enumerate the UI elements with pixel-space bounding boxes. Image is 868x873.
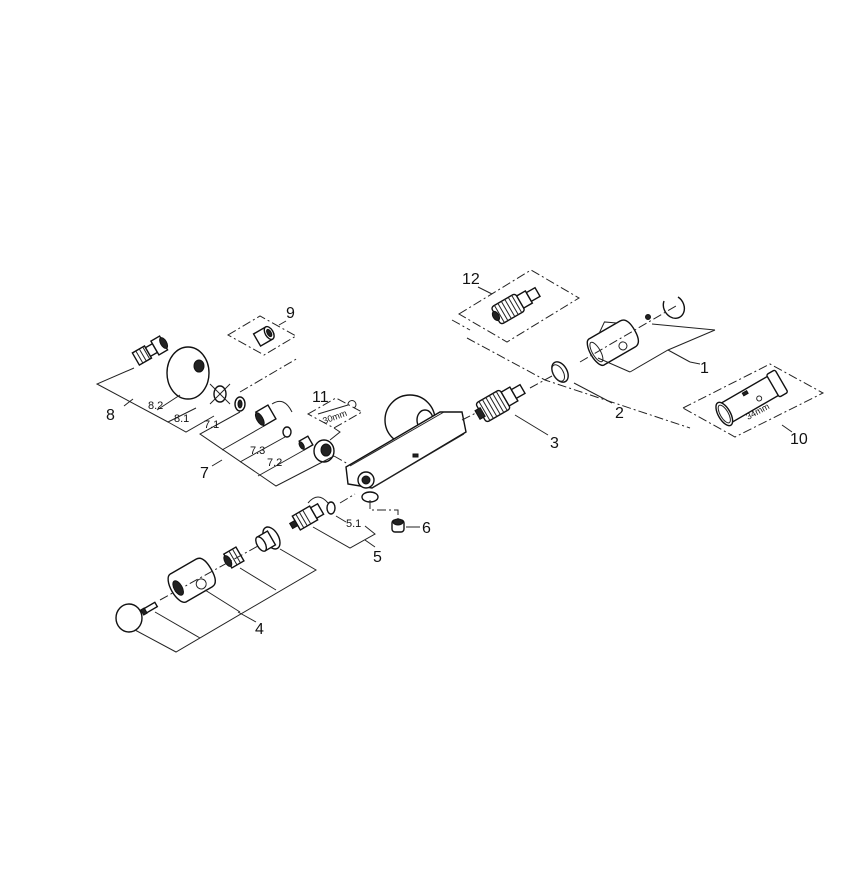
- callout-7-1: 7.1: [204, 419, 219, 431]
- callout-2: 2: [615, 405, 624, 422]
- part-4-handle-assembly: 4: [115, 526, 317, 653]
- callout-4: 4: [255, 621, 264, 638]
- callout-9: 9: [286, 305, 295, 322]
- part-3-cartridge: 3: [474, 375, 559, 452]
- part-11-tool: 30mm 11: [306, 389, 364, 441]
- callout-5: 5: [373, 549, 382, 566]
- callout-11: 11: [312, 389, 329, 406]
- part-10-tool: 34mm 10: [681, 363, 825, 448]
- part-1-handle: 1: [579, 296, 716, 377]
- callout-5-1: 5.1: [346, 518, 361, 530]
- callout-10: 10: [790, 431, 808, 448]
- callout-8-1: 8.1: [174, 413, 189, 425]
- part-9-adapter: 9: [226, 305, 299, 393]
- part-8-connection: 8.2 8.1 8: [95, 335, 231, 433]
- mixer-body: [345, 394, 483, 520]
- callout-7-3: 7.3: [250, 445, 265, 457]
- part-12-cartridge: 12: [458, 269, 580, 343]
- part-7-connection-set: 7.1 7.3 7.2 7: [199, 396, 349, 487]
- callout-12: 12: [462, 271, 480, 288]
- callout-7-2: 7.2: [267, 457, 282, 469]
- part-2-ring: 2: [551, 361, 624, 422]
- callout-7: 7: [200, 465, 209, 482]
- part-8-1-gasket: [209, 383, 231, 405]
- callout-8: 8: [106, 407, 115, 424]
- callout-1: 1: [700, 360, 709, 377]
- part-5-diverter: 5.1 5: [288, 493, 382, 566]
- part-6-plug: 6: [391, 518, 431, 537]
- tool-size-30mm: 30mm: [321, 408, 348, 426]
- callout-8-2: 8.2: [148, 400, 163, 412]
- callout-6: 6: [422, 520, 431, 537]
- callout-3: 3: [550, 435, 559, 452]
